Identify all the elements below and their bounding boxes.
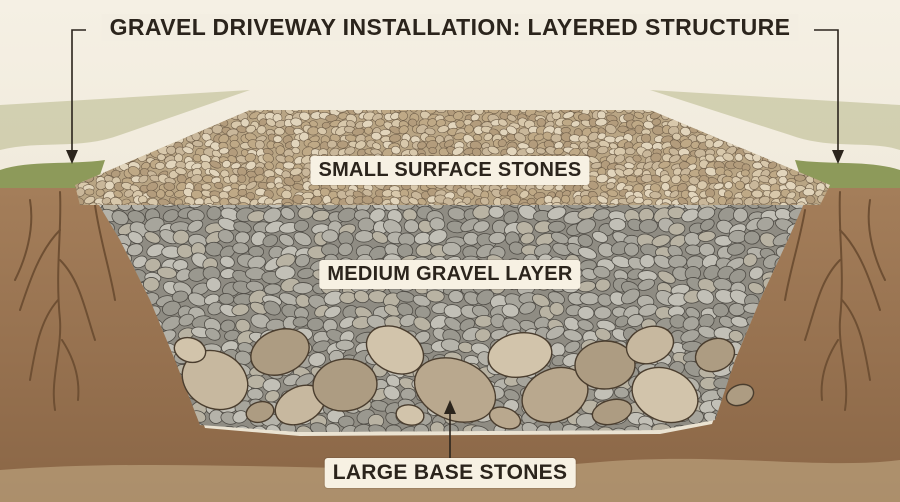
arrow-down-icon (66, 150, 78, 164)
large-base-stones (173, 325, 755, 430)
label-medium-gravel: MEDIUM GRAVEL LAYER (319, 260, 581, 289)
root-icon (14, 191, 116, 411)
label-surface-stones: SMALL SURFACE STONES (310, 156, 590, 185)
arrow-up-icon (444, 400, 456, 414)
arrow-down-icon (832, 150, 844, 164)
label-large-base-stones: LARGE BASE STONES (324, 458, 576, 488)
grass-left-edge (0, 160, 105, 190)
title-bracket-left (71, 29, 86, 150)
title-bracket-right (814, 29, 839, 150)
page-title: GRAVEL DRIVEWAY INSTALLATION: LAYERED ST… (101, 14, 799, 41)
grass-left (0, 90, 250, 150)
root-icon (784, 191, 886, 411)
